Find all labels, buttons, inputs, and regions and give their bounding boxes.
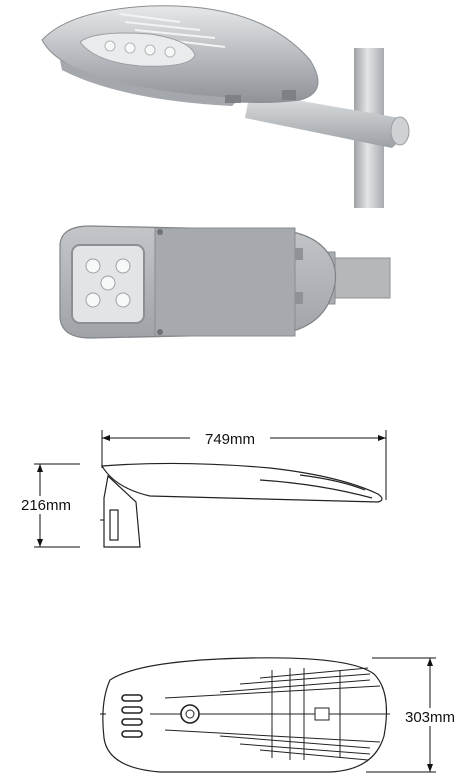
street-light-bottom-illustration — [59, 225, 391, 339]
side-view-drawing: 749mm 216mm — [0, 420, 470, 560]
top-outline — [102, 657, 388, 773]
vent-slots — [121, 694, 143, 738]
top-view-svg: 303mm — [100, 657, 464, 773]
heatsink-fins — [150, 667, 390, 761]
length-dimension-label: 749mm — [205, 431, 255, 448]
top-view-drawing: 303mm — [0, 640, 470, 779]
perspective-view — [0, 0, 470, 210]
height-dimension-label: 216mm — [21, 497, 71, 514]
access-plate — [154, 227, 296, 337]
width-dimension-label: 303mm — [405, 709, 455, 726]
mounting-bracket — [103, 474, 141, 548]
side-profile-outline — [100, 462, 383, 503]
street-light-perspective-illustration — [41, 5, 410, 208]
center-bolt — [180, 704, 200, 724]
bottom-view — [0, 220, 470, 360]
led-lenses — [85, 258, 131, 308]
mounting-arm — [245, 92, 408, 148]
side-view-svg: 749mm 216mm — [16, 430, 387, 548]
